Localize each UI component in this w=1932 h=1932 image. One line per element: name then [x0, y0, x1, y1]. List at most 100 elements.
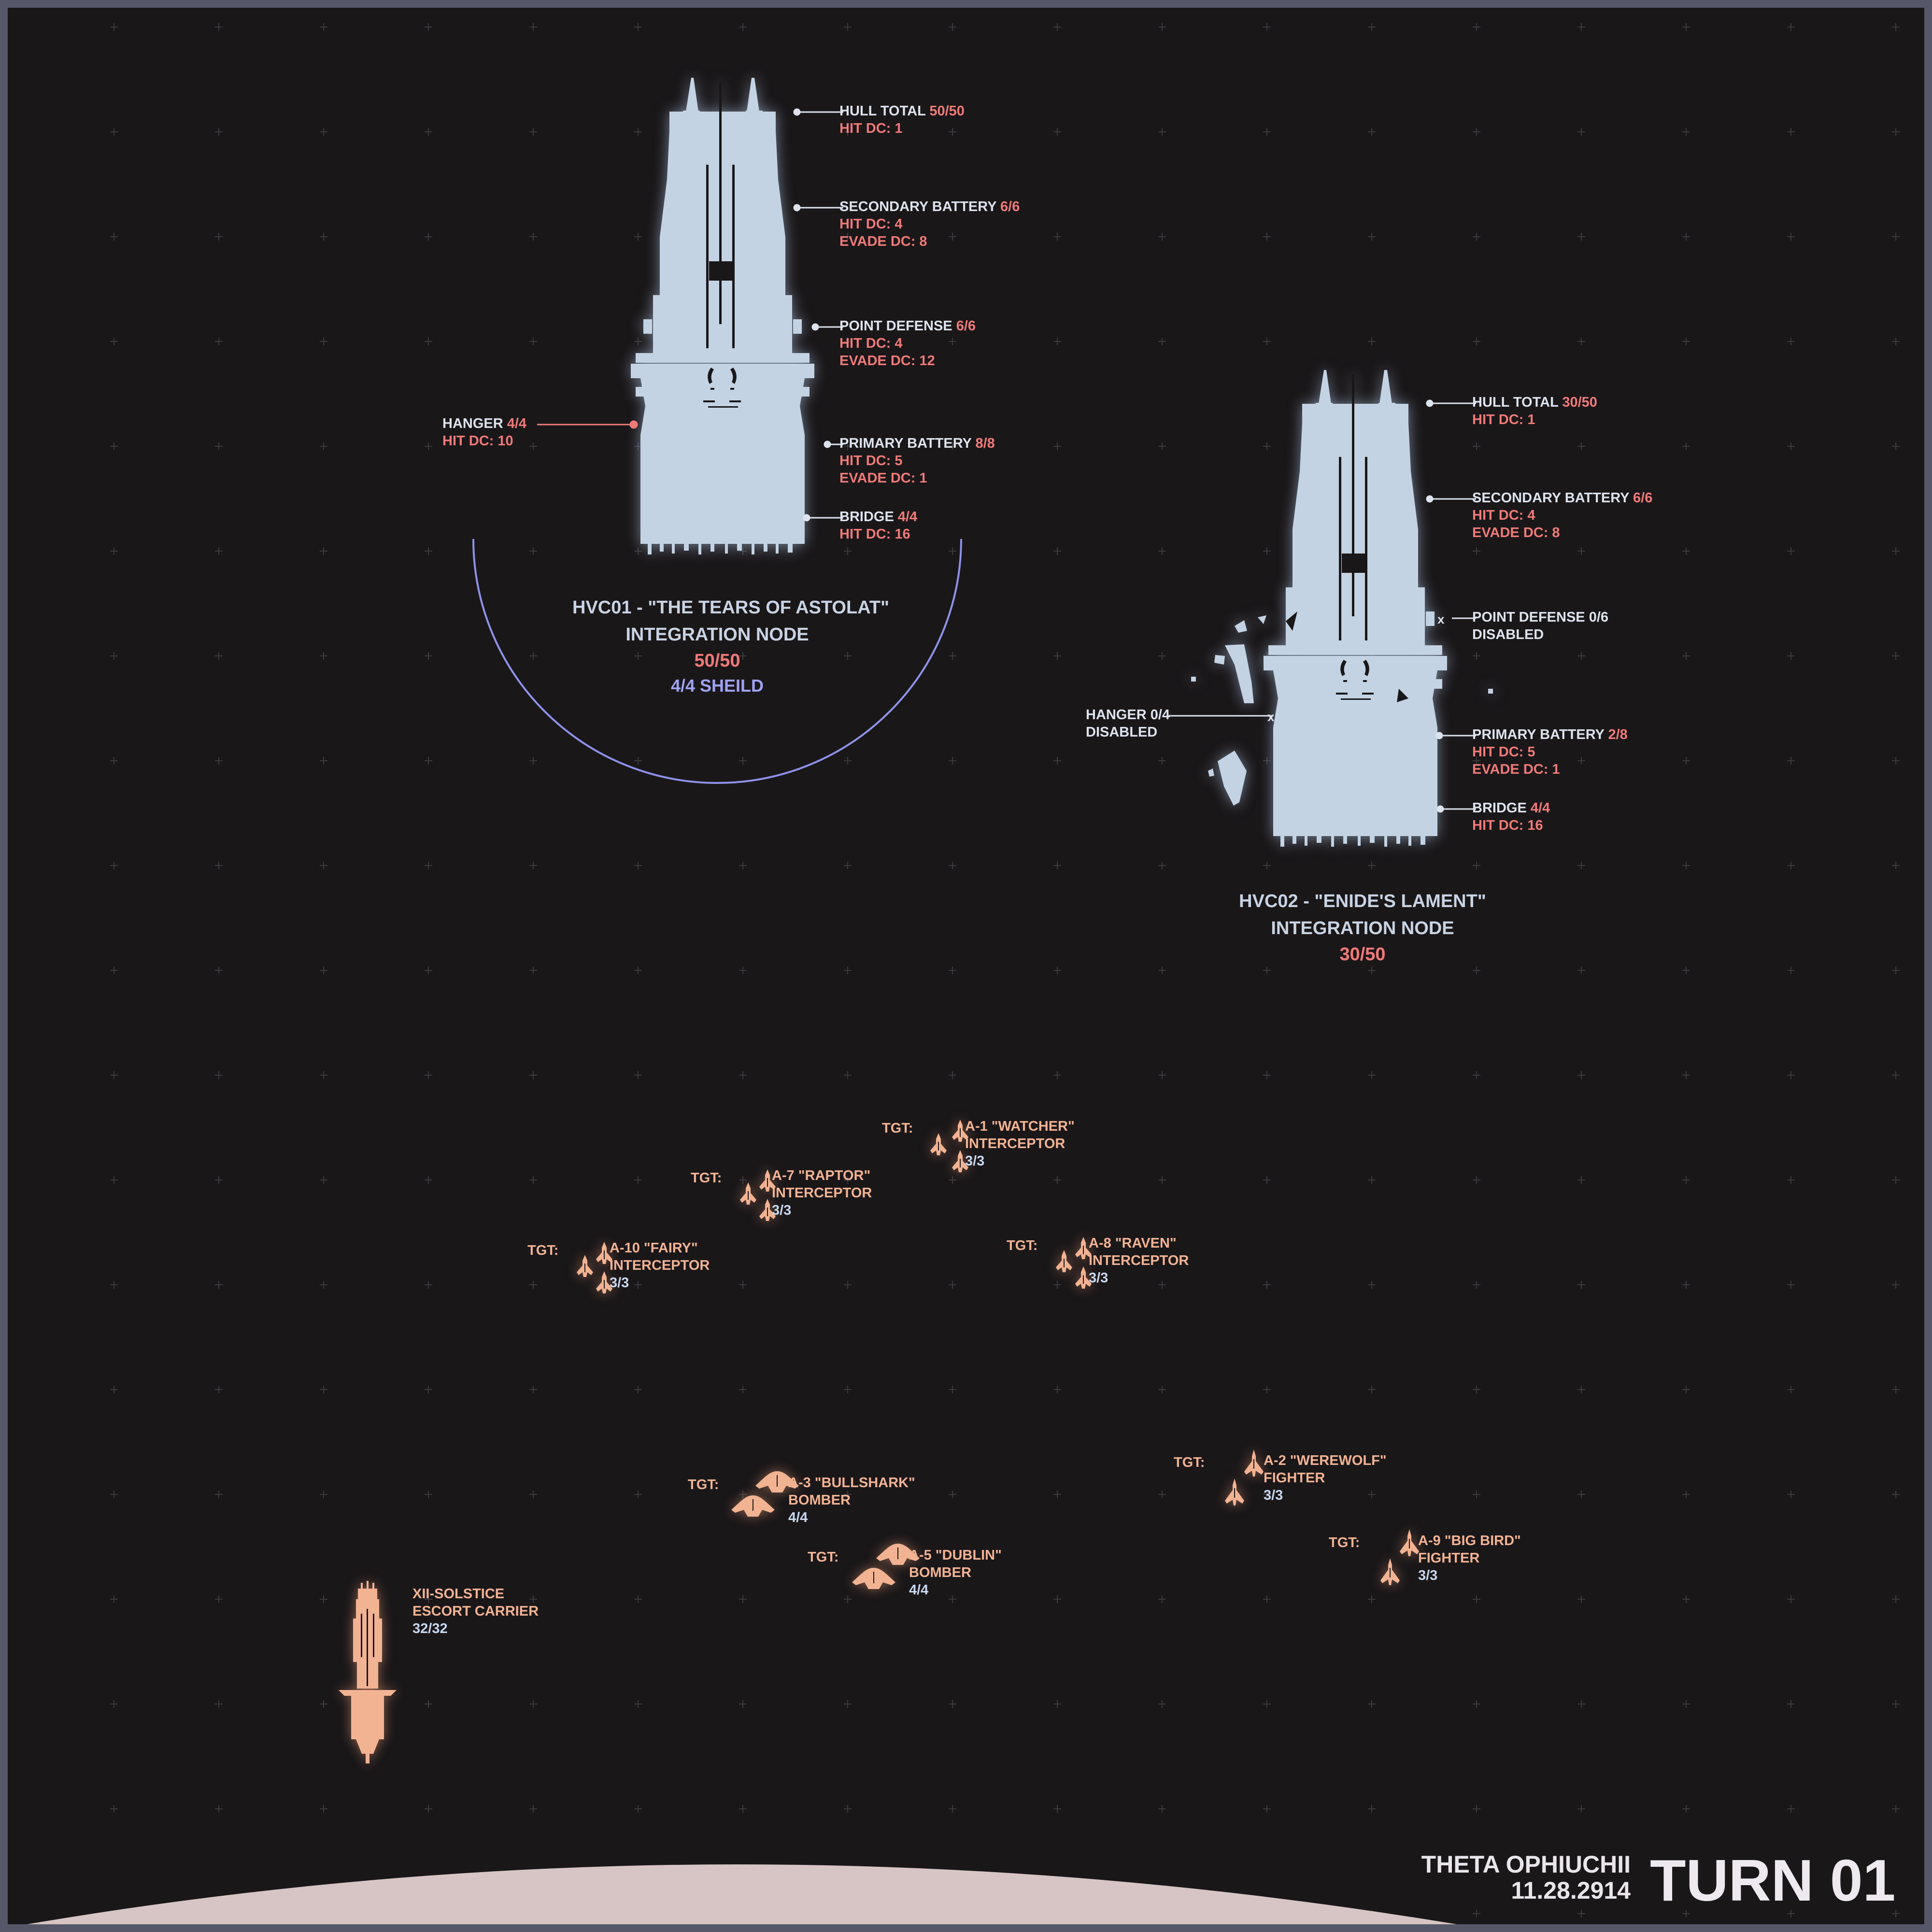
fighter-icon[interactable] — [1380, 1558, 1400, 1588]
bomber-icon[interactable] — [876, 1544, 920, 1567]
hvc02-hanger-disabled-marker: x — [1267, 710, 1275, 724]
grid-marker — [1263, 442, 1271, 450]
grid-marker — [215, 966, 223, 974]
interceptor-icon[interactable] — [596, 1242, 612, 1266]
grid-marker — [1787, 1700, 1795, 1708]
interceptor-icon[interactable] — [759, 1169, 776, 1194]
squadron-name: A-10 "FAIRY" — [610, 1240, 698, 1256]
grid-marker — [1682, 1176, 1690, 1184]
grid-marker — [1158, 862, 1166, 869]
footer-date: 11.28.2914 — [1511, 1877, 1631, 1904]
hvc02-bridge-label: BRIDGE 4/4 HIT DC: 16 — [1472, 799, 1550, 834]
grid-marker — [1787, 1386, 1795, 1393]
hvc01-primary-value: 8/8 — [975, 436, 995, 451]
grid-marker — [110, 1700, 118, 1708]
hvc01-hanger-value: 4/4 — [507, 416, 527, 431]
grid-marker — [1682, 338, 1690, 345]
grid-marker — [320, 966, 327, 974]
hvc01-leader-lines — [537, 108, 843, 522]
grid-marker — [1577, 547, 1585, 555]
hvc01-ship — [631, 78, 814, 554]
grid-marker — [1473, 1176, 1480, 1184]
interceptor-icon[interactable] — [759, 1199, 776, 1223]
hvc02-pd-status: DISABLED — [1472, 627, 1544, 642]
grid-marker — [110, 862, 118, 869]
bomber-icon[interactable] — [852, 1568, 895, 1591]
fighter-icon[interactable] — [1244, 1449, 1264, 1479]
grid-marker — [844, 1595, 852, 1603]
grid-marker — [320, 442, 327, 450]
grid-marker — [949, 547, 956, 555]
grid-marker — [1368, 1386, 1376, 1393]
bomber-icon[interactable] — [755, 1471, 799, 1495]
grid-marker — [1158, 757, 1166, 765]
grid-marker — [110, 1595, 118, 1603]
hvc01-bridge-name: BRIDGE — [839, 509, 894, 525]
fighter-icon[interactable] — [1225, 1478, 1244, 1508]
grid-marker — [1682, 1281, 1690, 1289]
hvc01-secondary-hit: HIT DC: 4 — [839, 216, 903, 232]
fighter-icon[interactable] — [1400, 1529, 1419, 1559]
grid-marker — [739, 547, 747, 555]
interceptor-icon[interactable] — [952, 1150, 968, 1175]
grid-marker — [1473, 1595, 1480, 1603]
grid-marker — [634, 1805, 642, 1813]
planet-horizon — [27, 1864, 1457, 1924]
grid-marker — [1158, 1176, 1166, 1184]
grid-marker — [844, 128, 852, 136]
grid-marker — [529, 442, 537, 450]
grid-marker — [1787, 23, 1795, 31]
grid-marker — [634, 966, 642, 974]
hvc02-hull-label: HULL TOTAL 30/50 HIT DC: 1 — [1472, 394, 1597, 428]
hvc01-primary-hit: HIT DC: 5 — [839, 453, 903, 469]
grid-marker — [1577, 233, 1585, 241]
grid-marker — [1158, 966, 1166, 974]
footer-location: THETA OPHIUCHII 11.28.2914 — [1312, 1851, 1631, 1904]
carrier-name: XII-SOLSTICE — [412, 1586, 505, 1602]
grid-marker — [1053, 442, 1061, 450]
hvc01-secondary-label: SECONDARY BATTERY 6/6 HIT DC: 4 EVADE DC… — [839, 198, 1020, 250]
grid-marker — [1053, 1071, 1061, 1079]
grid-marker — [320, 128, 327, 136]
grid-marker — [1892, 338, 1900, 345]
grid-marker — [1473, 1805, 1480, 1813]
interceptor-icon[interactable] — [1056, 1250, 1072, 1275]
grid-marker — [844, 652, 852, 660]
carrier-label: XII-SOLSTICE ESCORT CARRIER 32/32 — [412, 1585, 539, 1637]
grid-marker — [949, 862, 956, 869]
interceptor-icon[interactable] — [930, 1133, 947, 1158]
grid-marker — [1263, 1176, 1271, 1184]
grid-marker — [1263, 757, 1271, 765]
grid-marker — [634, 547, 642, 555]
hvc02-pd-value: 0/6 — [1589, 610, 1609, 625]
interceptor-icon[interactable] — [952, 1120, 968, 1144]
grid-marker — [320, 1805, 327, 1813]
hvc02-hull-hit: HIT DC: 1 — [1472, 412, 1535, 427]
grid-marker — [739, 1700, 747, 1708]
grid-marker — [1158, 1071, 1166, 1079]
interceptor-icon[interactable] — [577, 1255, 593, 1279]
grid-marker — [320, 233, 327, 241]
interceptor-icon[interactable] — [740, 1182, 756, 1207]
grid-marker — [1787, 1910, 1795, 1918]
grid-marker — [1577, 1805, 1585, 1813]
grid-marker — [949, 128, 956, 136]
grid-marker — [1787, 338, 1795, 345]
grid-marker — [1368, 862, 1376, 869]
grid-marker — [1053, 338, 1061, 345]
grid-marker — [739, 23, 747, 31]
grid-marker — [1263, 1386, 1271, 1393]
bomber-icon[interactable] — [731, 1495, 775, 1519]
grid-marker — [529, 966, 537, 974]
interceptor-icon[interactable] — [596, 1271, 612, 1296]
grid-marker — [634, 1491, 642, 1498]
grid-marker — [215, 23, 223, 31]
interceptor-icon[interactable] — [1075, 1237, 1092, 1262]
grid-marker — [320, 1071, 327, 1079]
interceptor-icon[interactable] — [1075, 1266, 1092, 1291]
grid-marker — [110, 1071, 118, 1079]
grid-marker — [844, 23, 852, 31]
squadron-a3-target-label: TGT: — [688, 1477, 719, 1492]
